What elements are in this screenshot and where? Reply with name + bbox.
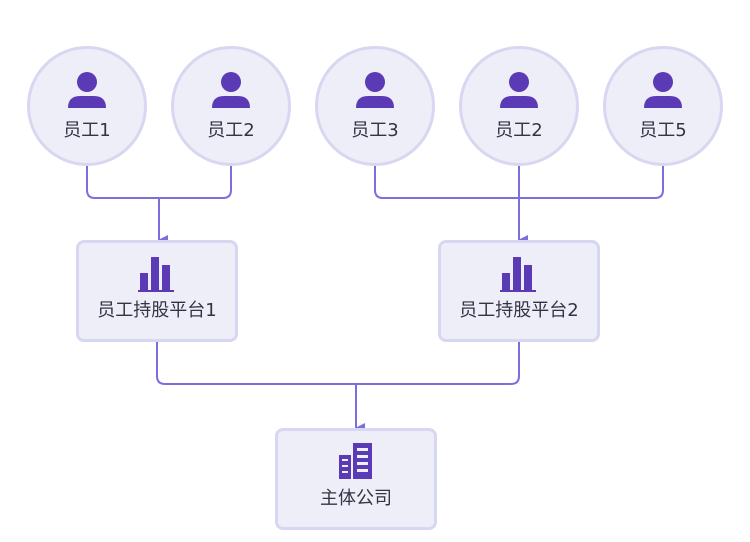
person-icon [644, 72, 682, 108]
employee-node-5: 员工5 [603, 46, 723, 166]
company-node: 主体公司 [275, 428, 437, 530]
employee-label: 员工3 [351, 120, 399, 141]
person-icon [68, 72, 106, 108]
connector-employee1-employee2 [86, 166, 232, 199]
bar-chart-icon [500, 257, 536, 292]
person-icon [500, 72, 538, 108]
company-label: 主体公司 [320, 488, 392, 509]
platform-node-2: 员工持股平台2 [438, 240, 600, 342]
building-icon [339, 443, 372, 479]
employee-node-2: 员工2 [171, 46, 291, 166]
connector-platforms [156, 342, 520, 385]
platform-label: 员工持股平台2 [459, 300, 579, 321]
employee-node-3: 员工3 [315, 46, 435, 166]
employee-label: 员工2 [495, 120, 543, 141]
employee-label: 员工2 [207, 120, 255, 141]
person-icon [356, 72, 394, 108]
person-icon [212, 72, 250, 108]
platform-label: 员工持股平台1 [97, 300, 217, 321]
employee-label: 员工5 [639, 120, 687, 141]
employee-label: 员工1 [63, 120, 111, 141]
employee-node-4: 员工2 [459, 46, 579, 166]
employee-node-1: 员工1 [27, 46, 147, 166]
bar-chart-icon [138, 257, 174, 292]
platform-node-1: 员工持股平台1 [76, 240, 238, 342]
